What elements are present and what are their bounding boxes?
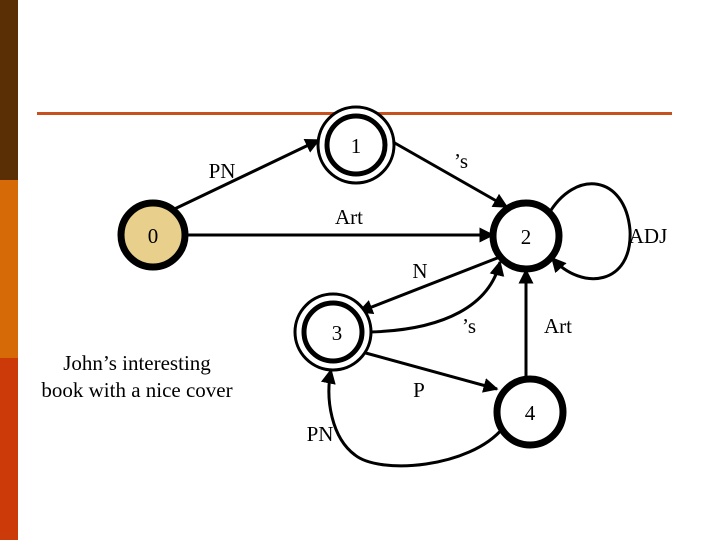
edge-s-1-to-2 [392,140,509,209]
label-p-3-4: P [413,378,425,402]
example-sentence-line-1: John’s interesting [63,351,211,375]
label-adj-loop-2: ADJ [629,224,668,248]
edge-pn-0-to-1 [163,138,321,216]
example-sentence: John’s interesting book with a nice cove… [22,350,252,404]
state-2-label: 2 [521,225,532,249]
state-1: 1 [316,105,396,185]
edge-p-3-to-4 [361,350,499,393]
edge-pn-4-to-3 [321,368,505,468]
state-4: 4 [493,375,567,449]
decor-bar-bottom [0,358,18,540]
label-s-3-2: ’s [462,314,476,338]
decor-bar-top [0,0,18,180]
state-3-label: 3 [332,321,343,345]
label-n-2-3: N [412,259,427,283]
label-art-0-2: Art [335,205,363,229]
edge-n-2-to-3 [357,253,506,315]
example-sentence-line-2: book with a nice cover [41,378,233,402]
state-3: 3 [293,292,373,372]
label-s-1-2: ’s [454,149,468,173]
state-4-label: 4 [525,401,536,425]
label-art-4-2: Art [544,314,572,338]
state-0: 0 [117,199,189,271]
state-2: 2 [489,199,563,273]
edge-adj-loop-2 [546,182,632,281]
state-1-label: 1 [351,134,362,158]
label-pn-0-1: PN [209,159,236,183]
state-0-label: 0 [148,224,159,248]
edge-s-3-to-2 [369,260,505,334]
decor-bar-middle [0,180,18,358]
label-pn-4-3: PN [307,422,334,446]
